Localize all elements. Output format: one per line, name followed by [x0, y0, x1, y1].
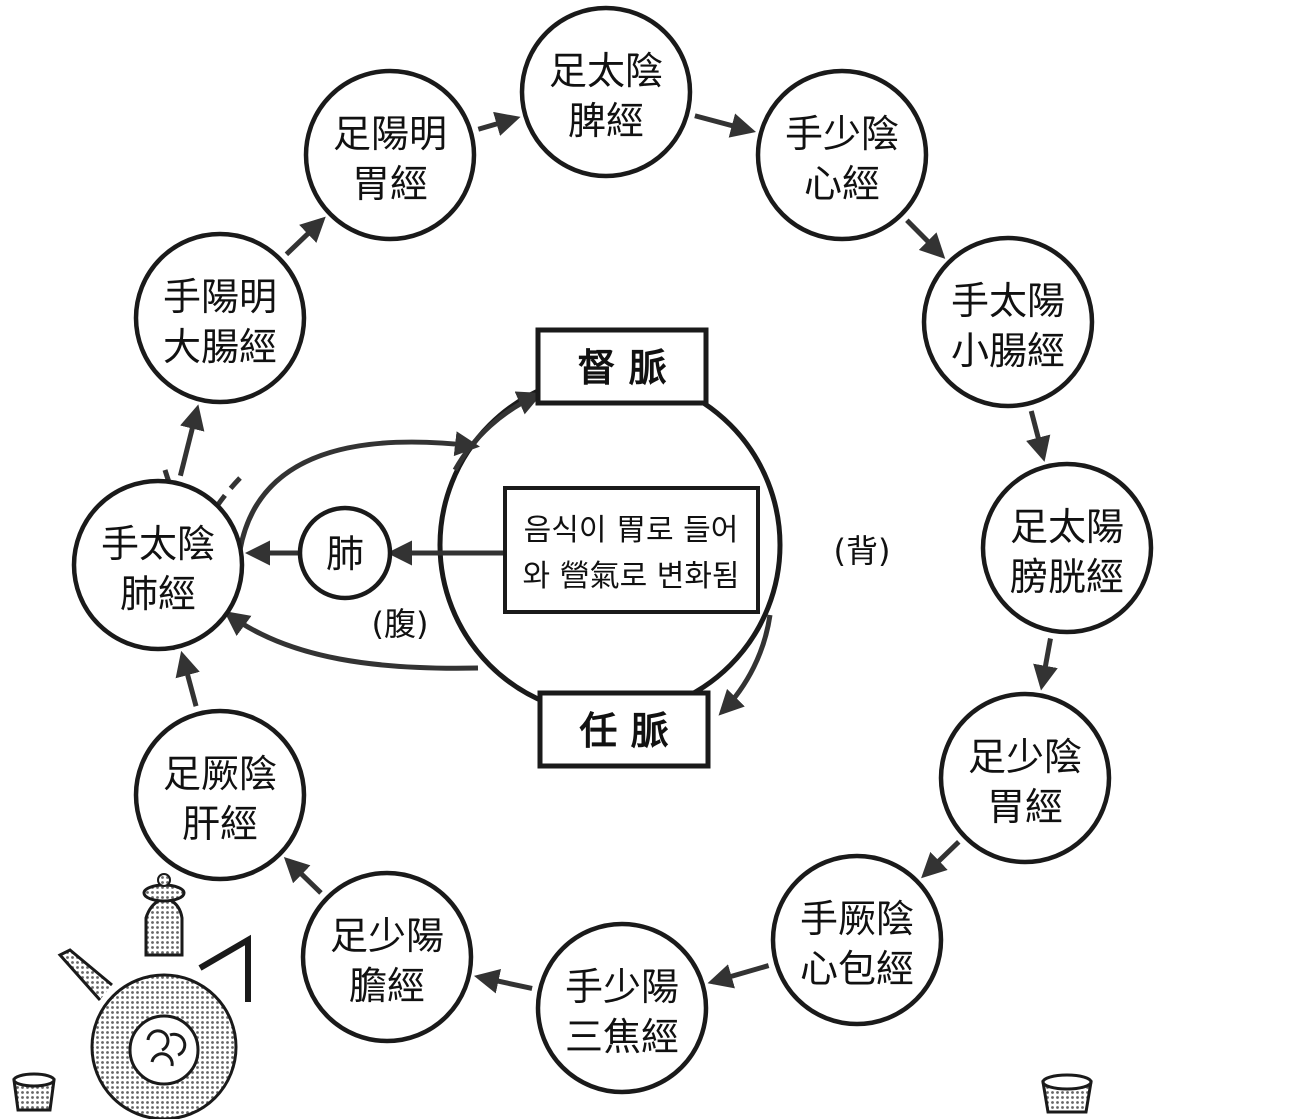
flow-to-governor: [452, 391, 543, 472]
ring-arrow-heart: [905, 218, 946, 259]
meridian-circle-gallbladder: [300, 870, 474, 1044]
meridian-label-kidney-2: 胃經: [987, 785, 1063, 829]
meridian-circle-bladder: [980, 461, 1154, 635]
lung-to-governor-loop: [237, 431, 480, 551]
meridian-circle-heart: [755, 68, 929, 242]
ring-arrow-spleen: [694, 113, 757, 138]
meridian-label-lung-2: 肺經: [120, 572, 196, 616]
meridian-circle-kidney: [938, 691, 1112, 865]
ring-arrow-pericardium: [707, 963, 770, 989]
meridian-label-spleen-1: 足太陰: [549, 49, 663, 93]
meridian-label-heart-1: 手少陰: [785, 112, 899, 156]
meridian-circle-stomach: [303, 68, 477, 242]
meridian-label-gallbladder-2: 膽經: [349, 964, 425, 1008]
meridian-label-liver-1: 足厥陰: [163, 752, 277, 796]
meridian-label-bladder-1: 足太陽: [1010, 505, 1124, 549]
nutrient-qi-note-line1: 음식이 胃로 들어: [524, 513, 739, 548]
meridian-label-lung-1: 手太陰: [101, 522, 215, 566]
nutrient-qi-note-box: [503, 486, 760, 614]
ring-arrow-gallbladder: [283, 856, 323, 895]
meridian-circle-pericardium: [770, 853, 944, 1027]
meridian-nodes: 手太陰肺經手陽明大腸經足陽明胃經足太陰脾經手少陰心經手太陽小腸經足太陽膀胱經足少…: [71, 5, 1154, 1095]
meridian-circle-lung: [71, 478, 245, 652]
meridian-label-small-intestine-1: 手太陽: [951, 279, 1065, 323]
nutrient-qi-note-line2: 와 營氣로 변화됨: [522, 559, 739, 594]
meridian-label-gallbladder-1: 足少陽: [330, 914, 444, 958]
governor-vessel-box: [535, 327, 709, 406]
ring-flow-arrows: [175, 111, 1058, 994]
conception-to-lung-loop: [223, 611, 479, 671]
conception-vessel-box: [537, 690, 711, 769]
meridian-label-stomach-2: 胃經: [352, 162, 428, 206]
meridian-circle-triple-burner: [535, 921, 709, 1095]
lung-organ-label: 肺: [326, 532, 364, 576]
wine-pot-icon: [57, 873, 251, 1119]
ring-arrow-liver: [175, 650, 200, 707]
ring-arrow-small-intestine: [1026, 410, 1051, 462]
meridian-label-spleen-2: 脾經: [568, 99, 644, 143]
meridian-label-large-intestine-1: 手陽明: [163, 275, 277, 319]
meridian-label-pericardium-1: 手厥陰: [800, 897, 914, 941]
meridian-circle-spleen: [519, 5, 693, 179]
wine-cup-icon: [1041, 1073, 1093, 1114]
ring-arrow-kidney: [921, 840, 961, 879]
ring-arrow-lung: [177, 404, 205, 477]
wine-cup-icon: [12, 1072, 56, 1112]
abdomen-label: (腹): [372, 605, 429, 643]
meridian-label-triple-burner-2: 三焦經: [565, 1015, 679, 1059]
meridian-label-bladder-2: 膀胱經: [1010, 555, 1124, 599]
ring-arrow-stomach: [477, 111, 521, 136]
conception-vessel-label: 任 脈: [579, 709, 668, 753]
meridian-label-pericardium-2: 心包經: [800, 947, 914, 991]
meridian-label-stomach-1: 足陽明: [333, 112, 447, 156]
lung-organ-circle: [297, 505, 393, 601]
meridian-circle-large-intestine: [133, 231, 307, 405]
meridian-label-triple-burner-1: 手少陽: [565, 965, 679, 1009]
ring-arrow-triple-burner: [473, 968, 533, 994]
governor-vessel-label: 督 脈: [577, 346, 666, 390]
meridian-circle-liver: [133, 708, 307, 882]
meridian-label-kidney-1: 足少陰: [968, 735, 1082, 779]
ring-arrow-bladder: [1033, 638, 1058, 691]
meridian-circle-small-intestine: [921, 235, 1095, 409]
meridian-label-heart-2: 心經: [804, 162, 880, 206]
meridian-label-small-intestine-2: 小腸經: [951, 329, 1065, 373]
flow-to-conception: [718, 614, 773, 716]
meridian-label-large-intestine-2: 大腸經: [163, 325, 277, 369]
back-label: (背): [834, 532, 891, 570]
meridian-label-liver-2: 肝經: [182, 802, 258, 846]
ring-arrow-large-intestine: [284, 216, 326, 257]
